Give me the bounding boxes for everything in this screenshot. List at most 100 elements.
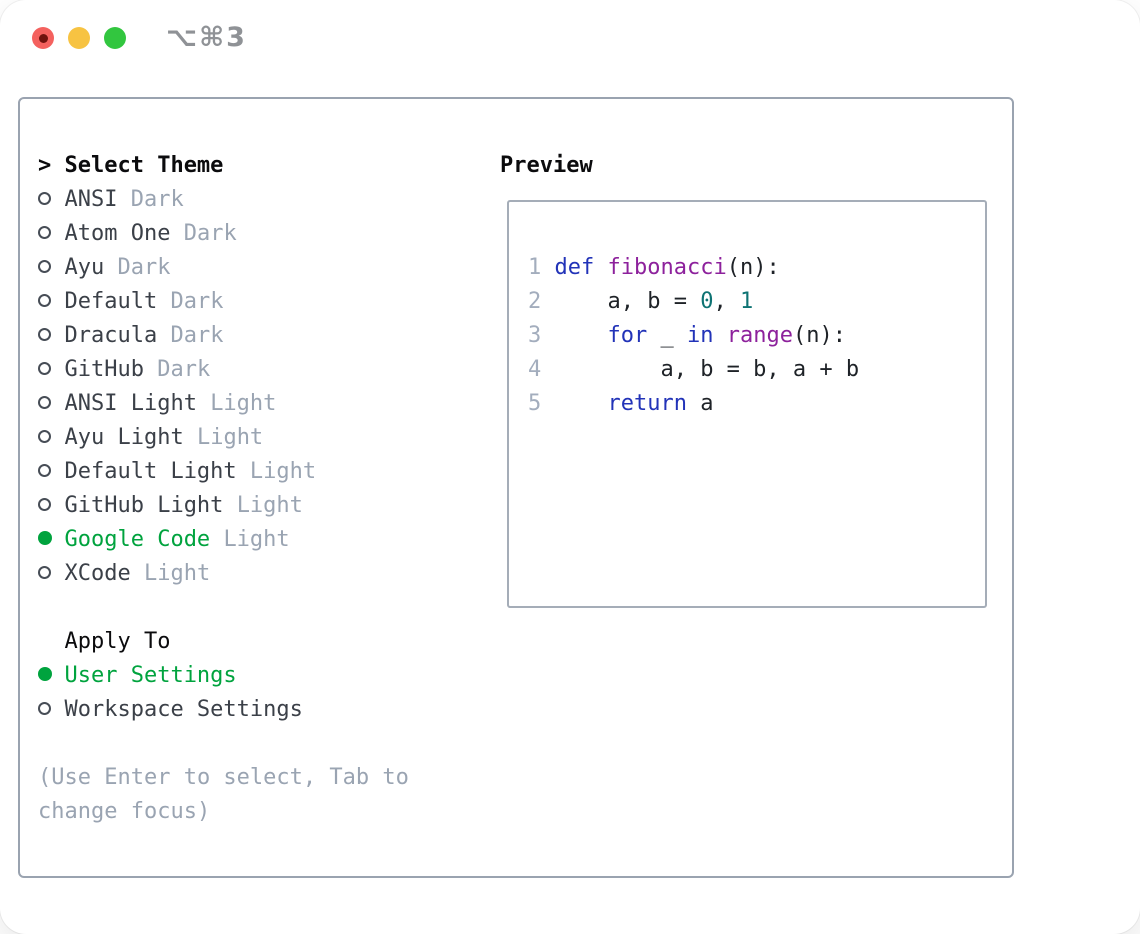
theme-name: ANSI <box>64 187 118 212</box>
code-token: 0 <box>700 289 714 314</box>
help-line-2: change focus) <box>38 799 211 824</box>
theme-variant-tag: Light <box>223 527 290 552</box>
theme-name: GitHub <box>64 357 144 382</box>
radio-unselected-icon <box>38 251 64 285</box>
zoom-button[interactable] <box>104 27 126 49</box>
spacer <box>528 421 985 455</box>
radio-dot <box>38 565 51 579</box>
code-token: return <box>607 391 687 416</box>
radio-dot <box>38 667 52 681</box>
theme-name: Ayu Light <box>64 425 184 450</box>
theme-option-xcode[interactable]: XCode Light <box>38 557 409 591</box>
code-token: a, b = <box>554 289 701 314</box>
radio-unselected-icon <box>38 319 64 353</box>
radio-unselected-icon <box>38 217 64 251</box>
theme-name: GitHub Light <box>64 493 224 518</box>
radio-dot <box>38 361 51 375</box>
radio-unselected-icon <box>38 387 64 421</box>
radio-dot <box>38 531 52 545</box>
prompt-icon: > <box>38 153 52 178</box>
code-token: 1 <box>739 289 754 314</box>
code-token <box>555 391 608 416</box>
radio-dot <box>38 701 51 715</box>
code-line: 4 a, b = b, a + b <box>528 353 985 387</box>
preview-box: 1 def fibonacci(n): 2 a, b = 0, 1 3 for _ … <box>507 200 987 608</box>
radio-unselected-icon <box>38 557 64 591</box>
theme-name: ANSI Light <box>64 391 197 416</box>
select-theme-label: Select Theme <box>64 153 224 178</box>
window-titlebar: ⌥⌘3 <box>32 22 247 53</box>
theme-variant-tag: Light <box>249 459 317 484</box>
code-token <box>555 323 608 348</box>
code-token: for <box>607 323 648 348</box>
theme-option-github[interactable]: GitHub Dark <box>38 353 409 387</box>
theme-option-default[interactable]: Default Dark <box>38 285 409 319</box>
theme-name: Default Light <box>64 459 237 484</box>
minimize-button[interactable] <box>68 27 90 49</box>
radio-dot <box>38 429 51 443</box>
theme-option-ayu-light[interactable]: Ayu Light Light <box>38 421 409 455</box>
code-token: range <box>726 323 793 348</box>
theme-name: Ayu <box>64 255 105 280</box>
radio-dot <box>38 327 51 341</box>
theme-option-dracula[interactable]: Dracula Dark <box>38 319 409 353</box>
radio-dot <box>38 395 51 409</box>
code-token <box>713 323 726 348</box>
theme-variant-tag: Dark <box>170 289 224 314</box>
theme-variant-tag: Light <box>210 391 277 416</box>
code-token: _ <box>647 323 687 348</box>
code-token: a <box>686 391 714 416</box>
window-title: ⌥⌘3 <box>166 22 247 53</box>
radio-unselected-icon <box>38 455 64 489</box>
theme-name: XCode <box>64 561 131 586</box>
theme-option-ayu[interactable]: Ayu Dark <box>38 251 409 285</box>
theme-option-default-light[interactable]: Default Light Light <box>38 455 409 489</box>
theme-variant-tag: Light <box>143 561 211 586</box>
theme-name: Google Code <box>64 527 211 552</box>
code-token <box>594 255 607 280</box>
code-line: 1 def fibonacci(n): <box>528 251 985 285</box>
spacer <box>38 591 409 625</box>
radio-dot <box>38 463 51 477</box>
radio-unselected-icon <box>38 285 64 319</box>
theme-option-ansi[interactable]: ANSI Dark <box>38 183 409 217</box>
line-number: 2 <box>528 289 542 314</box>
radio-unselected-icon <box>38 421 64 455</box>
line-number: 5 <box>528 391 542 416</box>
theme-variant-tag: Dark <box>170 323 224 348</box>
theme-option-ansi-light[interactable]: ANSI Light Light <box>38 387 409 421</box>
line-number: 4 <box>528 357 542 382</box>
apply-option-workspace-settings[interactable]: Workspace Settings <box>38 693 409 727</box>
radio-unselected-icon <box>38 489 64 523</box>
close-button[interactable] <box>32 27 54 49</box>
line-number: 3 <box>528 323 542 348</box>
apply-option-label: User Settings <box>64 663 237 688</box>
line-number: 1 <box>528 255 542 280</box>
code-preview: 1 def fibonacci(n): 2 a, b = 0, 1 3 for _ … <box>528 251 985 421</box>
theme-option-google-code[interactable]: Google Code Light <box>38 523 409 557</box>
radio-dot <box>38 293 51 307</box>
radio-selected-icon <box>38 659 64 693</box>
radio-dot <box>38 259 51 273</box>
radio-unselected-icon <box>38 693 64 727</box>
apply-option-user-settings[interactable]: User Settings <box>38 659 409 693</box>
apply-to-label: Apply To <box>64 629 171 654</box>
theme-option-github-light[interactable]: GitHub Light Light <box>38 489 409 523</box>
code-line: 5 return a <box>528 387 985 421</box>
select-theme-header: > Select Theme <box>38 149 409 183</box>
theme-name: Default <box>64 289 158 314</box>
theme-variant-tag: Dark <box>130 187 184 212</box>
code-token: , <box>713 289 740 314</box>
code-token: (n): <box>792 323 846 348</box>
spacer <box>38 727 409 761</box>
radio-selected-icon <box>38 523 64 557</box>
apply-to-header: Apply To <box>38 625 409 659</box>
code-token: (n): <box>726 255 780 280</box>
code-line: 3 for _ in range(n): <box>528 319 985 353</box>
code-token: fibonacci <box>607 255 727 280</box>
theme-name: Dracula <box>64 323 158 348</box>
theme-option-atom-one[interactable]: Atom One Dark <box>38 217 409 251</box>
